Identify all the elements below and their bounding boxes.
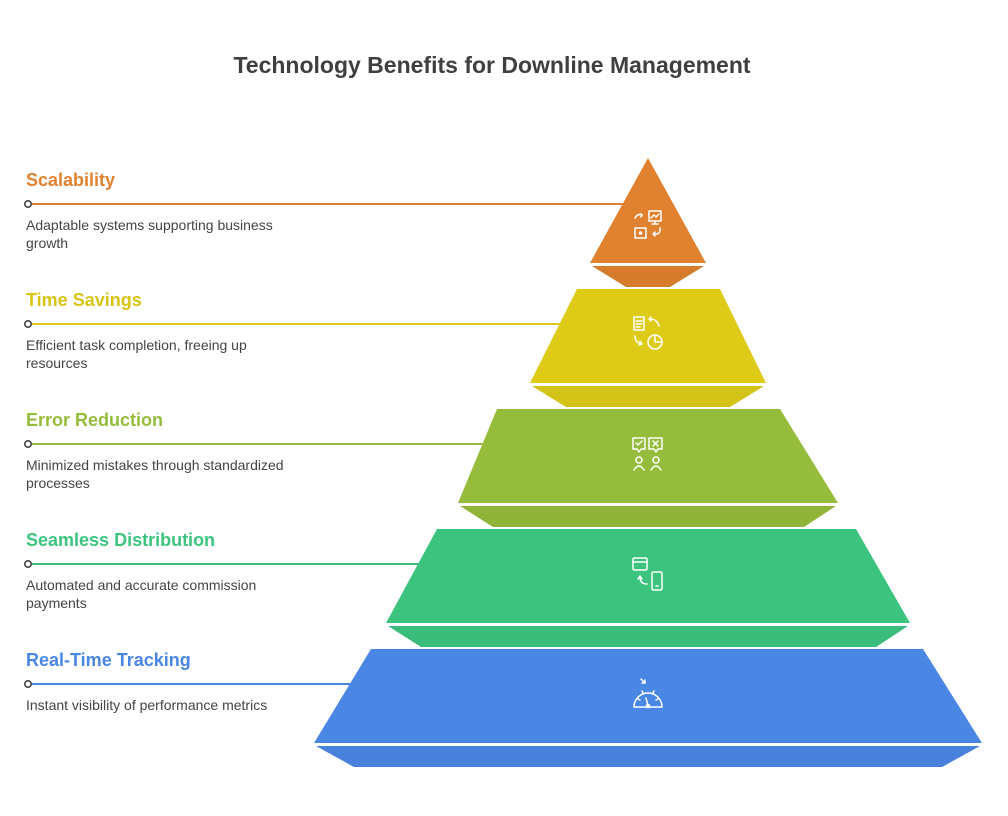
- level-description: Automated and accurate commission paymen…: [26, 577, 257, 611]
- connector-dot: [23, 200, 32, 209]
- pyramid-level-base: [460, 506, 836, 527]
- pyramid-level-face: [458, 409, 838, 503]
- level-title: Seamless Distribution: [26, 530, 216, 550]
- pyramid-level-face: [314, 649, 982, 743]
- diagram-title: Technology Benefits for Downline Managem…: [233, 52, 751, 78]
- connector-dot: [23, 559, 32, 568]
- connector-dot: [23, 439, 32, 448]
- pyramid-level-base: [388, 626, 908, 647]
- level-title: Time Savings: [26, 290, 142, 310]
- level-description: Efficient task completion, freeing up re…: [26, 337, 247, 371]
- pyramid-level-base: [532, 386, 764, 407]
- level-title: Error Reduction: [26, 410, 164, 430]
- connector-dot: [23, 679, 32, 688]
- level-title: Real-Time Tracking: [26, 650, 191, 670]
- level-description: Adaptable systems supporting business gr…: [26, 217, 273, 251]
- level-title: Scalability: [26, 170, 116, 190]
- pyramid-level-face: [530, 289, 766, 383]
- pyramid-level-base: [592, 266, 704, 287]
- pyramid-level-3: [23, 409, 838, 527]
- pyramid-level-base: [316, 746, 980, 767]
- connector-dot: [23, 319, 32, 328]
- document-cycle-chart-icon: [633, 316, 663, 350]
- pyramid-level-1: [23, 158, 706, 287]
- pyramid-level-face: [590, 158, 706, 263]
- device-transfer-icon: [632, 557, 663, 591]
- pyramid-level-4: [23, 529, 910, 647]
- pyramid-level-5: [23, 649, 982, 767]
- review-approval-icon: [632, 437, 663, 471]
- speedometer-icon: [633, 678, 663, 709]
- pyramid-level-2: [23, 289, 766, 407]
- pyramid-level-face: [386, 529, 910, 623]
- level-description: Instant visibility of performance metric…: [26, 697, 268, 713]
- level-description: Minimized mistakes through standardized …: [26, 457, 284, 491]
- analytics-workflow-icon: [634, 210, 662, 239]
